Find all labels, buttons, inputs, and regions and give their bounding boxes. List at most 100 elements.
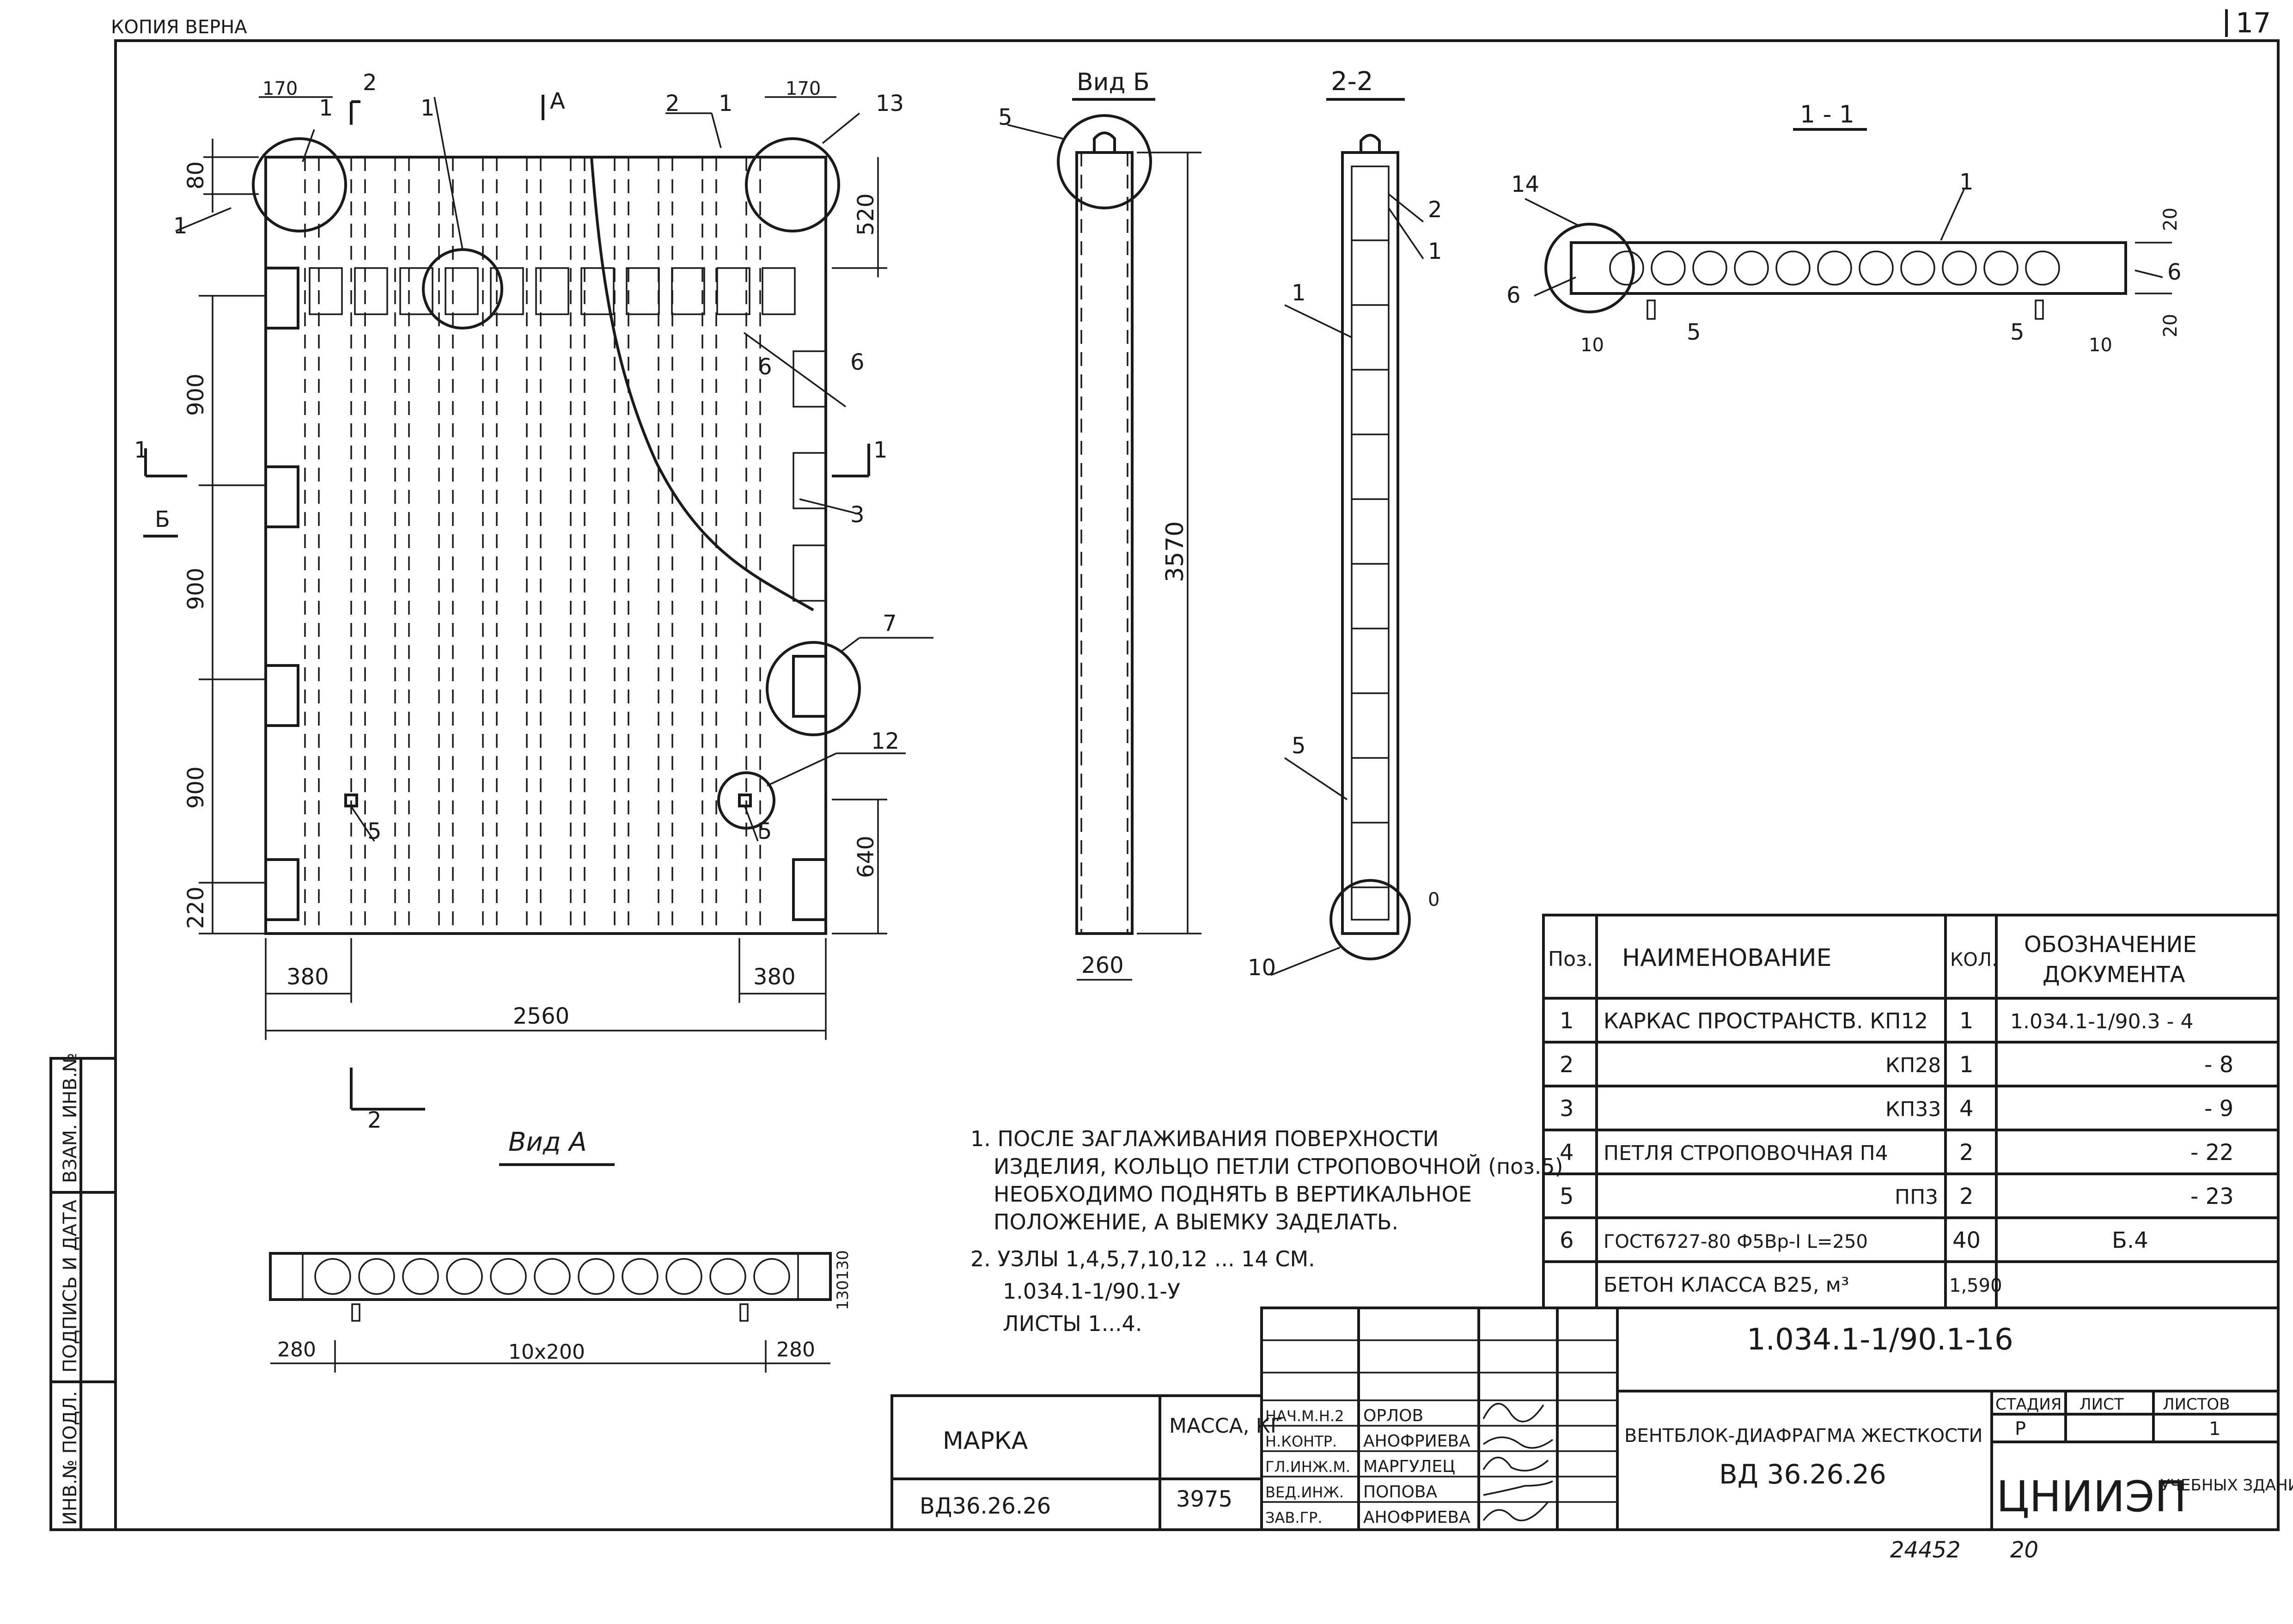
- spec-row4-doc: - 22: [2190, 1140, 2234, 1166]
- section-1-1: 1 - 1 20 20 10 10: [1525, 101, 2181, 356]
- callout-3: 3: [850, 502, 865, 528]
- sig-name-1: ОРЛОВ: [1363, 1406, 1423, 1425]
- dim-170-left: 170: [262, 78, 298, 99]
- dim-130-b: 130: [834, 1280, 852, 1310]
- spec-row6-name: ГОСТ6727-80 Ф5Вр-I L=250: [1604, 1231, 1868, 1252]
- dim-2560: 2560: [513, 1003, 569, 1029]
- side-keys-right: [792, 350, 827, 921]
- callout-6a: 6: [758, 354, 772, 380]
- sheets-label: ЛИСТОВ: [2163, 1395, 2230, 1414]
- stamp-inv-repl: ВЗАМ. ИНВ.№: [60, 1053, 81, 1183]
- callout-6d: 6: [2167, 259, 2182, 285]
- detail-circle-13: [745, 137, 840, 232]
- left-stamp-box: [49, 1057, 117, 1531]
- spec-head-qty: КОЛ.: [1950, 949, 1998, 971]
- spec-row5-name: ПП3: [1895, 1185, 1938, 1209]
- spec-row7-name: БЕТОН КЛАССА В25, м³: [1604, 1273, 1849, 1297]
- dim-280-left: 280: [277, 1338, 316, 1361]
- callout-leaders: [175, 97, 933, 842]
- note-line-4: ПОЛОЖЕНИЕ, А ВЫЕМКУ ЗАДЕЛАТЬ.: [994, 1209, 1398, 1234]
- svg-text:2: 2: [363, 70, 377, 96]
- callout-4a: 1: [319, 95, 333, 121]
- marka-value: ВД36.26.26: [920, 1493, 1051, 1519]
- dim-280-right: 280: [776, 1338, 815, 1361]
- spec-row3-name: КП33: [1885, 1098, 1941, 1121]
- view-b-detail-circle: [1057, 114, 1152, 209]
- section-1-1-detail-circle: [1544, 223, 1635, 313]
- dim-3570: 3570: [1161, 521, 1189, 582]
- callout-5d: 5: [1292, 733, 1306, 759]
- dim-520: 520: [853, 193, 879, 236]
- sig-name-4: ПОПОВА: [1363, 1483, 1438, 1502]
- dim-380-left: 380: [287, 964, 329, 990]
- svg-text:Б: Б: [155, 507, 170, 532]
- view-b-title: Вид Б: [1077, 68, 1150, 96]
- spec-head-doc-1: ОБОЗНАЧЕНИЕ: [2024, 932, 2197, 958]
- section-2-2-loop: [1360, 134, 1381, 153]
- note-line-5: 2. УЗЛЫ 1,4,5,7,10,12 ... 14 СМ.: [970, 1246, 1315, 1271]
- view-a: Вид А 280 10x200 280 130 130: [269, 1127, 852, 1373]
- svg-text:1: 1: [134, 437, 148, 463]
- title-block: МАРКА МАССА, КГ ВД36.26.26 3975 НАЧ.М.Н.…: [890, 1307, 2293, 1531]
- callout-12: 12: [871, 728, 899, 754]
- stage-value: Р: [2015, 1418, 2026, 1440]
- svg-text:А: А: [550, 88, 565, 114]
- spec-row2-doc: - 8: [2204, 1052, 2233, 1078]
- page-number: 17: [2236, 7, 2271, 39]
- sig-name-5: АНОФРИЕВА: [1363, 1508, 1470, 1527]
- product-code: ВД 36.26.26: [1719, 1459, 1886, 1490]
- spec-row1-doc: 1.034.1-1/90.3 - 4: [2010, 1010, 2193, 1033]
- detail-circle-12: [717, 771, 775, 830]
- dim-260: 260: [1081, 952, 1124, 978]
- spec-row4-name: ПЕТЛЯ СТРОПОВОЧНАЯ П4: [1604, 1142, 1888, 1165]
- view-b-outline: [1075, 151, 1134, 935]
- signature-mark-2: [1482, 1436, 1554, 1449]
- footer-page: 20: [2010, 1537, 2038, 1563]
- spec-row2-qty: 1: [1959, 1052, 1974, 1078]
- view-a-loop-left: [351, 1303, 360, 1322]
- spec-row1-pos: 1: [1560, 1008, 1574, 1034]
- stamp-sign-date: ПОДПИСЬ И ДАТА: [60, 1199, 81, 1373]
- view-b: Вид Б 3570 260: [1007, 68, 1201, 981]
- dim-900-a: 900: [183, 373, 209, 416]
- spec-row3-qty: 4: [1959, 1096, 1974, 1122]
- section-2-2-rungs: [1352, 239, 1389, 888]
- doc-code: 1.034.1-1/90.1-16: [1747, 1323, 2013, 1357]
- dim-220: 220: [183, 886, 209, 929]
- dim-lines-main: [199, 96, 887, 1040]
- signature-mark-5: [1482, 1501, 1549, 1521]
- sig-role-4: ВЕД.ИНЖ.: [1265, 1484, 1344, 1501]
- dim-130-a: 130: [834, 1250, 852, 1280]
- svg-text:1: 1: [873, 437, 888, 463]
- marka-label: МАРКА: [943, 1427, 1028, 1455]
- sig-role-1: НАЧ.М.Н.2: [1265, 1407, 1344, 1425]
- callout-10: 10: [1248, 955, 1276, 981]
- callout-7: 7: [883, 611, 897, 636]
- spec-row5-pos: 5: [1560, 1184, 1574, 1209]
- dim-170-right: 170: [786, 78, 821, 99]
- note-line-1: 1. ПОСЛЕ ЗАГЛАЖИВАНИЯ ПОВЕРХНОСТИ: [970, 1126, 1439, 1151]
- archive-number: 24452: [1890, 1537, 1961, 1563]
- side-keys-left: [264, 267, 299, 921]
- view-a-outline: [269, 1252, 832, 1301]
- dim-0: 0: [1428, 889, 1439, 910]
- spec-table: Поз. НАИМЕНОВАНИЕ КОЛ. ОБОЗНАЧЕНИЕ ДОКУМ…: [1542, 914, 2280, 1309]
- note-line-6: 1.034.1-1/90.1-У: [1003, 1279, 1180, 1304]
- section-1-1-loop-left: [1647, 299, 1656, 320]
- channel-lines: [304, 157, 761, 934]
- org-subtitle: УЧЕБНЫХ ЗДАНИЙ: [2160, 1476, 2293, 1495]
- spec-row4-qty: 2: [1959, 1140, 1974, 1166]
- callout-2: 2: [665, 91, 680, 116]
- panel-outline: [264, 156, 827, 935]
- view-a-voids: [314, 1258, 790, 1295]
- spec-row3-pos: 3: [1560, 1096, 1574, 1122]
- callout-5b: 5: [758, 818, 772, 844]
- stage-label: СТАДИЯ: [1995, 1395, 2061, 1414]
- section-marks: 2 А 1 1 Б 2: [134, 70, 888, 1133]
- callout-5c: 5: [998, 104, 1012, 130]
- sig-role-3: ГЛ.ИНЖ.М.: [1265, 1458, 1350, 1476]
- note-line-7: ЛИСТЫ 1...4.: [1003, 1311, 1142, 1336]
- spec-row1-name: КАРКАС ПРОСТРАНСТВ. КП12: [1604, 1008, 1928, 1033]
- detail-circle-7: [766, 641, 861, 736]
- left-stamp: ВЗАМ. ИНВ.№ ПОДПИСЬ И ДАТА ИНВ.№ ПОДЛ.: [49, 1053, 117, 1531]
